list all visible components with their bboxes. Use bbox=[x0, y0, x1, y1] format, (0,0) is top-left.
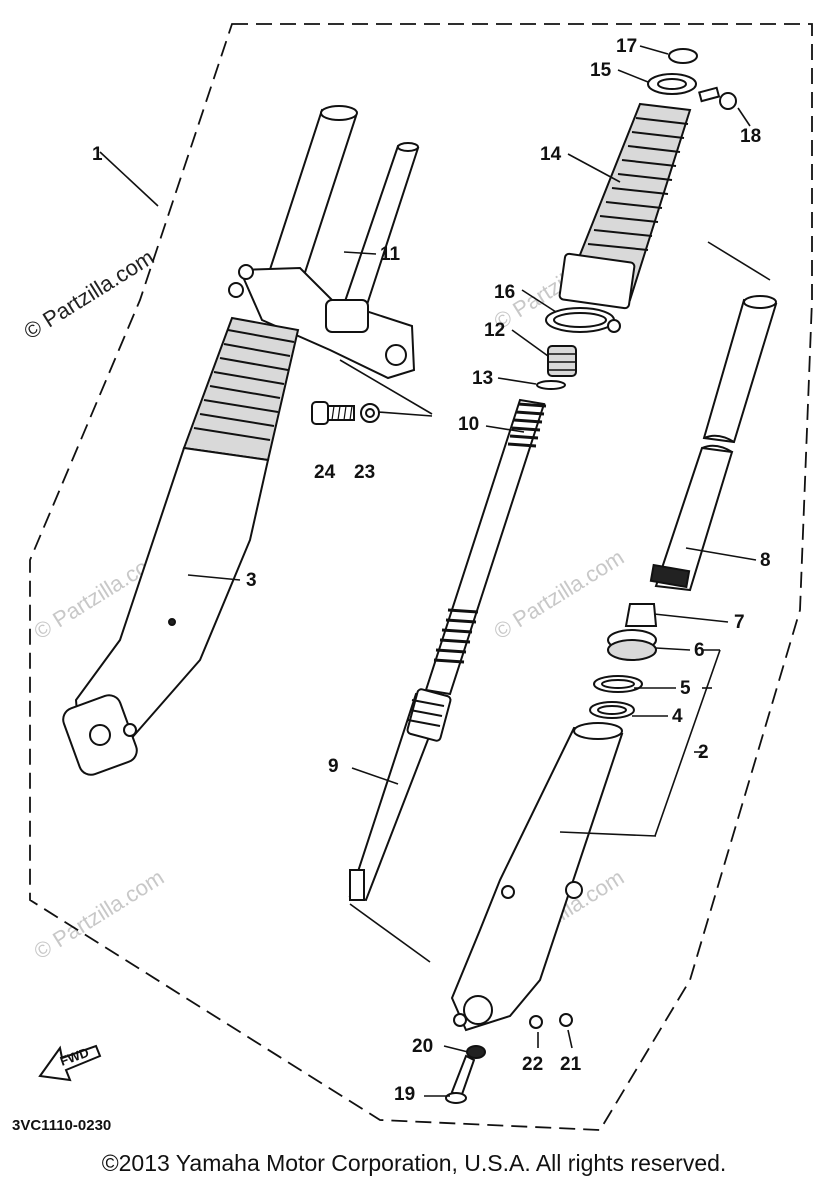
part-4-washer bbox=[589, 701, 635, 719]
part-12-cylinder bbox=[547, 345, 577, 377]
callout-10: 10 bbox=[458, 414, 479, 435]
callout-16: 16 bbox=[494, 282, 515, 303]
callout-15: 15 bbox=[590, 60, 612, 81]
callout-2: 2 bbox=[698, 742, 709, 763]
watermark-faded: © Partzilla.com bbox=[489, 544, 628, 644]
part-13-ring bbox=[536, 380, 566, 390]
assembly-boundary bbox=[29, 23, 813, 1131]
callout-20: 20 bbox=[412, 1036, 433, 1057]
callout-17: 17 bbox=[616, 36, 637, 57]
part-6-oil-seal bbox=[607, 629, 657, 661]
callout-4: 4 bbox=[672, 706, 683, 727]
part-24-bolt bbox=[311, 401, 355, 425]
part-16-clamp bbox=[545, 307, 621, 333]
part-9-damper-rod bbox=[348, 688, 452, 902]
callout-23: 23 bbox=[354, 462, 375, 483]
callout-21: 21 bbox=[560, 1054, 582, 1075]
diagram-code: 3VC1110-0230 bbox=[12, 1117, 111, 1134]
callout-14: 14 bbox=[540, 144, 562, 165]
part-7-seal bbox=[624, 603, 658, 627]
part-22-washer bbox=[529, 1015, 543, 1029]
part-17-cap bbox=[668, 48, 698, 64]
part-2-outer-tube bbox=[450, 722, 624, 1032]
leader-lines bbox=[99, 45, 771, 1097]
part-14-fork-boot bbox=[558, 102, 692, 310]
callout-9: 9 bbox=[328, 756, 339, 777]
part-19-bolt bbox=[445, 1054, 476, 1104]
callout-1: 1 bbox=[92, 144, 103, 165]
part-20-gasket bbox=[466, 1045, 486, 1059]
part-8-inner-tube bbox=[649, 295, 778, 592]
part-21-screw bbox=[559, 1013, 573, 1027]
part-11-steering-shaft bbox=[325, 142, 420, 333]
part-15-cap-ring bbox=[647, 73, 697, 95]
callout-18: 18 bbox=[740, 126, 761, 147]
callout-13: 13 bbox=[472, 368, 493, 389]
copyright-notice: ©2013 Yamaha Motor Corporation, U.S.A. A… bbox=[101, 1150, 727, 1176]
part-3-fork-assembly bbox=[62, 105, 416, 776]
callout-6: 6 bbox=[694, 640, 705, 661]
callout-19: 19 bbox=[394, 1084, 415, 1105]
callout-5: 5 bbox=[680, 678, 691, 699]
callout-3: 3 bbox=[246, 570, 257, 591]
watermark-main: © Partzilla.com bbox=[19, 244, 158, 344]
part-10-spring bbox=[424, 398, 547, 696]
callouts: 1 2 3 4 5 6 7 8 9 10 11 12 13 14 15 16 1… bbox=[92, 36, 771, 1105]
callout-22: 22 bbox=[522, 1054, 543, 1075]
callout-12: 12 bbox=[484, 320, 505, 341]
part-23-washer bbox=[360, 403, 380, 423]
fwd-arrow-icon: FWD bbox=[38, 1045, 102, 1082]
callout-11: 11 bbox=[380, 244, 401, 265]
callout-24: 24 bbox=[314, 462, 336, 483]
callout-7: 7 bbox=[734, 612, 745, 633]
part-18-bolt bbox=[698, 86, 737, 110]
part-5-clip bbox=[593, 675, 643, 693]
watermark-faded: © Partzilla.com bbox=[29, 864, 168, 964]
callout-8: 8 bbox=[760, 550, 771, 571]
